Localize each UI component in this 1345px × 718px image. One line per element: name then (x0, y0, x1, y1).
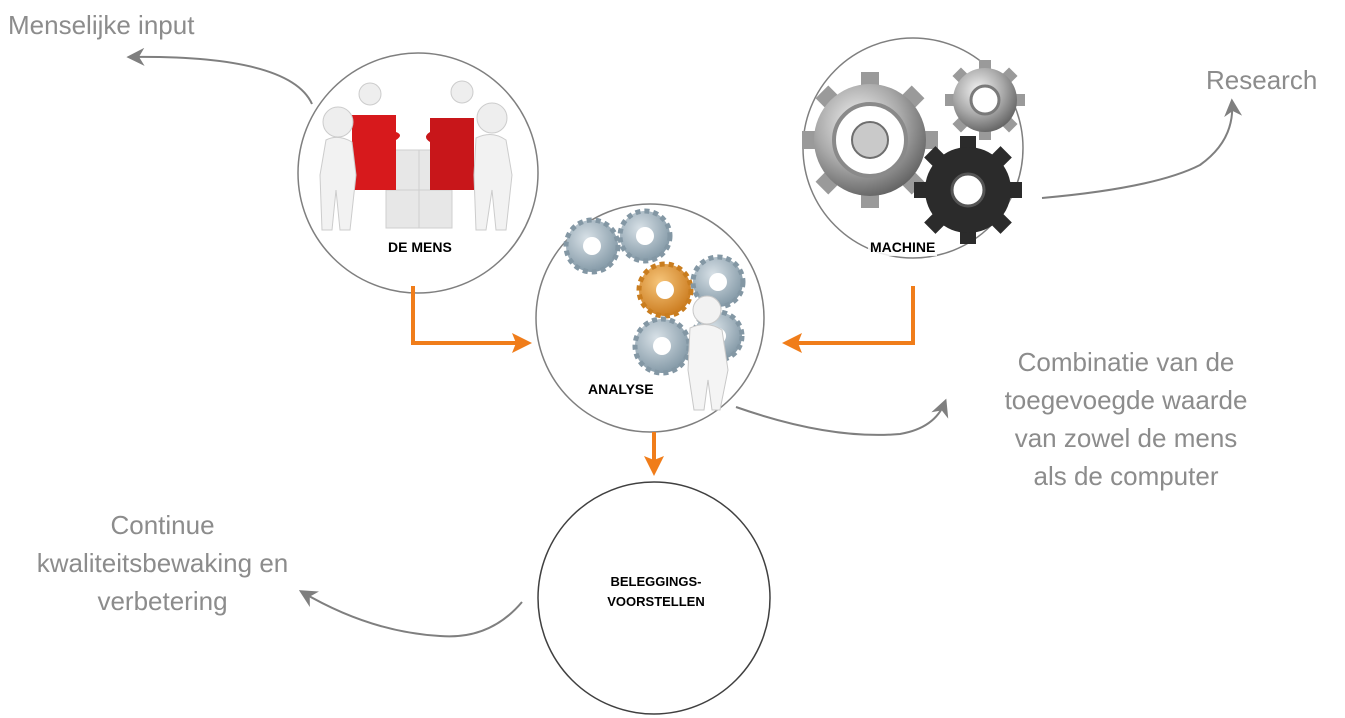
beleggingsvoorstellen-label: BELEGGINGS- VOORSTELLEN (574, 572, 738, 612)
research-text: Research (1206, 65, 1318, 95)
combinatie-line1: Combinatie van de (1017, 347, 1235, 377)
annotation-arrow-continue (298, 590, 523, 638)
beleggings-label-line1: BELEGGINGS- (610, 574, 702, 589)
annotation-arrow-menselijke-input (126, 47, 313, 105)
continue-line1: Continue (110, 510, 215, 540)
de-mens-node (297, 52, 539, 294)
menselijke-input-text: Menselijke input (8, 10, 195, 40)
gears-icon (802, 60, 1025, 244)
continue-text: Continue kwaliteitsbewaking en verbeteri… (0, 506, 325, 620)
beleggingsvoorstellen-node (537, 481, 771, 715)
person-with-gears-icon (563, 208, 746, 411)
flow-arrow-machine-to-analyse (782, 286, 915, 353)
combinatie-line4: als de computer (1033, 461, 1219, 491)
machine-node (802, 37, 1025, 259)
analyse-label: ANALYSE (586, 380, 656, 398)
beleggings-label-line2: VOORSTELLEN (607, 594, 705, 609)
analyse-node (535, 203, 765, 433)
people-with-puzzle-icon (319, 80, 513, 231)
continue-line2: kwaliteitsbewaking en (36, 548, 289, 578)
de-mens-label: DE MENS (386, 238, 454, 256)
annotation-arrow-combinatie (735, 398, 949, 436)
combinatie-text: Combinatie van de toegevoegde waarde van… (966, 343, 1286, 495)
combinatie-line2: toegevoegde waarde (1004, 385, 1248, 415)
continue-line3: verbetering (97, 586, 228, 616)
flow-arrow-mens-to-analyse (411, 286, 532, 353)
machine-label: MACHINE (868, 238, 938, 256)
combinatie-line3: van zowel de mens (1014, 423, 1238, 453)
annotation-arrow-research (1041, 98, 1243, 199)
